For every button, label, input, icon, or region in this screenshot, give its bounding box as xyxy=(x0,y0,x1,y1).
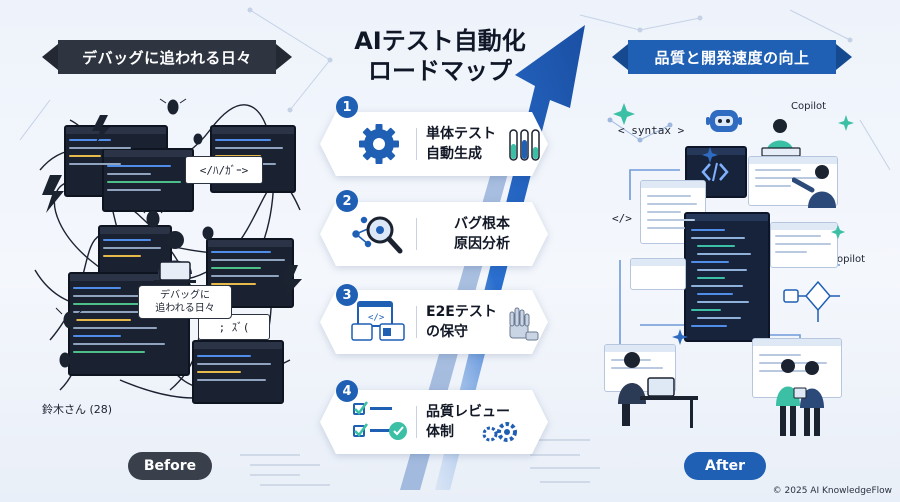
step-1-line-1: 単体テスト xyxy=(426,126,496,142)
code-bubble-text: ; ｽﾞ( xyxy=(218,321,250,334)
title-line-1: AIテスト自動化 xyxy=(354,27,526,55)
step-number-4: 4 xyxy=(336,380,358,402)
step-number-2-text: 2 xyxy=(342,193,352,209)
tag-bubble-text: </ﾊ/ｶﾞｰ> xyxy=(199,164,249,177)
step-label-1: 単体テスト自動生成 xyxy=(426,112,496,176)
syntax-tag: < syntax > xyxy=(618,124,685,137)
svg-text:</>: </> xyxy=(368,313,385,323)
step-number-3-text: 3 xyxy=(342,287,352,303)
title-line-2: ロードマップ xyxy=(368,57,512,85)
tag-bubble: </ﾊ/ｶﾞｰ> xyxy=(185,156,263,184)
gears-icon xyxy=(482,422,517,442)
magnifier-network-icon xyxy=(352,216,403,254)
step-2-line-2: 原因分析 xyxy=(454,236,510,252)
copilot-label-1: Copilot xyxy=(791,101,827,112)
banner-right: 品質と開発速度の向上 xyxy=(612,40,852,74)
step-card-1: 単体テスト自動生成 xyxy=(320,112,548,176)
before-pill-text: Before xyxy=(143,458,197,474)
colleague-figure-pointing xyxy=(792,165,836,208)
step-4-line-2: 体制 xyxy=(426,424,454,440)
step-label-2: バグ根本原因分析 xyxy=(454,202,510,266)
robot-hand-icon xyxy=(509,307,539,341)
bug-icons xyxy=(42,98,302,368)
debug-note-line-2: 追われる日々 xyxy=(155,303,215,314)
gear-icon xyxy=(359,124,399,164)
sparkle-icons xyxy=(613,103,854,345)
copyright-text: © 2025 AI KnowledgeFlow xyxy=(772,486,892,496)
step-number-2: 2 xyxy=(336,190,358,212)
developer-figure xyxy=(154,231,196,283)
debug-note-line-1: デバッグに xyxy=(160,290,210,301)
code-brackets-icon xyxy=(701,162,729,182)
step-number-4-text: 4 xyxy=(342,383,352,399)
banner-right-text: 品質と開発速度の向上 xyxy=(654,48,810,67)
step-3-line-1: E2Eテスト xyxy=(426,304,497,320)
after-pill-text: After xyxy=(704,458,746,474)
test-tubes-icon xyxy=(509,129,540,161)
flowchart-icon xyxy=(783,280,840,322)
code-bubble: ; ｽﾞ( xyxy=(198,314,270,340)
step-4-line-1: 品質レビュー xyxy=(426,404,510,420)
step-label-3: E2Eテストの保守 xyxy=(426,290,497,354)
step-card-3: </> E2Eテストの保守 xyxy=(320,290,548,354)
after-pill: After xyxy=(684,452,766,480)
step-3-line-2: の保守 xyxy=(426,324,468,340)
step-number-1: 1 xyxy=(336,96,358,118)
step-card-2: バグ根本原因分析 xyxy=(320,202,548,266)
robot-icon xyxy=(706,110,742,132)
editor-code-lines xyxy=(691,229,751,327)
person-label: 鈴木さん (28) xyxy=(42,403,113,416)
debug-note: デバッグに 追われる日々 xyxy=(138,285,232,319)
before-pill: Before xyxy=(128,452,212,480)
copilot-label-2: Copilot xyxy=(830,254,866,265)
step-1-line-2: 自動生成 xyxy=(426,146,482,162)
page-title: AIテスト自動化 ロードマップ xyxy=(330,26,550,86)
banner-left-text: デバッグに追われる日々 xyxy=(82,48,252,67)
step-label-4: 品質レビュー体制 xyxy=(426,390,510,454)
code-tag-right: </> xyxy=(612,212,632,225)
step-2-line-1: バグ根本 xyxy=(454,216,510,232)
team-figures xyxy=(776,359,824,436)
checklist-icon xyxy=(353,401,407,440)
step-number-1-text: 1 xyxy=(342,99,352,115)
step-number-3: 3 xyxy=(336,284,358,306)
developer-at-desk xyxy=(618,352,698,428)
step-card-4: 品質レビュー体制 xyxy=(320,390,548,454)
banner-left: デバッグに追われる日々 xyxy=(42,40,292,74)
browser-windows-icon: </> xyxy=(351,301,405,341)
code-window xyxy=(102,148,194,212)
ui-card xyxy=(630,258,686,290)
